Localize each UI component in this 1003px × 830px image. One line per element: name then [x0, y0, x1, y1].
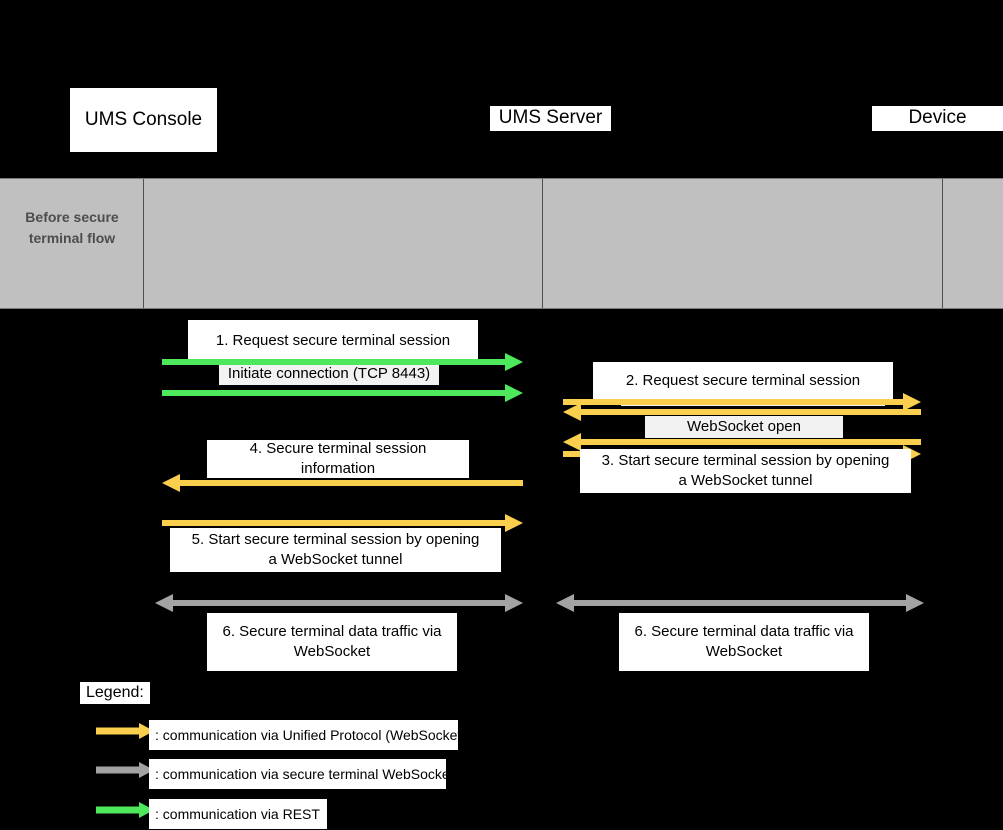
band-divider	[542, 179, 543, 308]
legend-arrow-yellow	[96, 723, 154, 739]
message-arrow-step-4	[162, 474, 523, 492]
arrow-shaft	[563, 399, 905, 405]
message-arrow-step-6-left	[155, 594, 523, 612]
band-divider	[143, 179, 144, 308]
arrowhead-right-icon	[505, 353, 523, 371]
legend-label-unified-protocol: : communication via Unified Protocol (We…	[149, 720, 466, 750]
arrowhead-right-icon	[906, 594, 924, 612]
arrow-shaft	[96, 806, 141, 814]
actor-ums-console: UMS Console	[70, 88, 217, 152]
arrowhead-left-icon	[563, 433, 581, 451]
actor-label: Device	[908, 107, 967, 129]
message-arrow-step-6-right	[556, 594, 924, 612]
legend-label-rest: : communication via REST	[149, 799, 327, 829]
message-label-step-6-right: 6. Secure terminal data traffic via WebS…	[619, 613, 869, 671]
phase-band-before-secure-terminal-flow: Before secure terminal flow Initiate con…	[0, 178, 1003, 483]
arrowhead-right-icon	[505, 514, 523, 532]
message-label: WebSocket open	[645, 416, 843, 438]
message-arrow-step-1	[162, 353, 523, 371]
arrow-shaft	[579, 409, 921, 415]
actor-ums-server: UMS Server	[490, 106, 611, 131]
message-label-step-2: 2. Request secure terminal session	[593, 362, 893, 400]
arrowhead-left-icon	[162, 474, 180, 492]
message-label-step-1: 1. Request secure terminal session	[188, 320, 478, 362]
message-label-step-3: 3. Start secure terminal session by open…	[580, 449, 911, 493]
message-arrow-step-3	[563, 433, 921, 451]
legend-arrow-gray	[96, 762, 154, 778]
actor-label: UMS Console	[84, 108, 203, 130]
arrowhead-right-icon	[505, 594, 523, 612]
arrow-shaft	[162, 390, 507, 396]
arrowhead-right-icon	[505, 384, 523, 402]
arrowhead-left-icon	[155, 594, 173, 612]
actor-label: UMS Server	[498, 107, 603, 129]
message-label-step-4: 4. Secure terminal session information	[207, 440, 469, 478]
arrow-shaft	[178, 480, 523, 486]
arrow-shaft	[162, 359, 507, 365]
message-arrow-step-5	[162, 514, 523, 532]
arrow-shaft	[96, 766, 141, 774]
legend-label-secure-terminal-websocket: : communication via secure terminal WebS…	[149, 759, 454, 789]
arrow-shaft	[171, 600, 507, 606]
message-label: Initiate connection (TCP 8443)	[219, 363, 439, 385]
arrow-shaft	[162, 520, 507, 526]
actor-device: Device	[872, 106, 1003, 131]
message-arrow-yellow-left	[563, 403, 921, 421]
phase-label: Before secure terminal flow	[25, 209, 119, 246]
legend-title: Legend:	[80, 682, 150, 704]
band-divider	[942, 179, 943, 308]
arrow-shaft	[572, 600, 908, 606]
arrowhead-right-icon	[903, 393, 921, 411]
arrowhead-left-icon	[563, 403, 581, 421]
message-arrow-step-2	[563, 393, 921, 411]
message-label-step-5: 5. Start secure terminal session by open…	[170, 528, 501, 572]
message-arrow-green-right	[162, 384, 523, 402]
message-label-step-6-left: 6. Secure terminal data traffic via WebS…	[207, 613, 457, 671]
legend-arrow-green	[96, 802, 154, 818]
arrowhead-left-icon	[556, 594, 574, 612]
arrow-shaft	[579, 439, 921, 445]
arrow-shaft	[96, 727, 141, 735]
